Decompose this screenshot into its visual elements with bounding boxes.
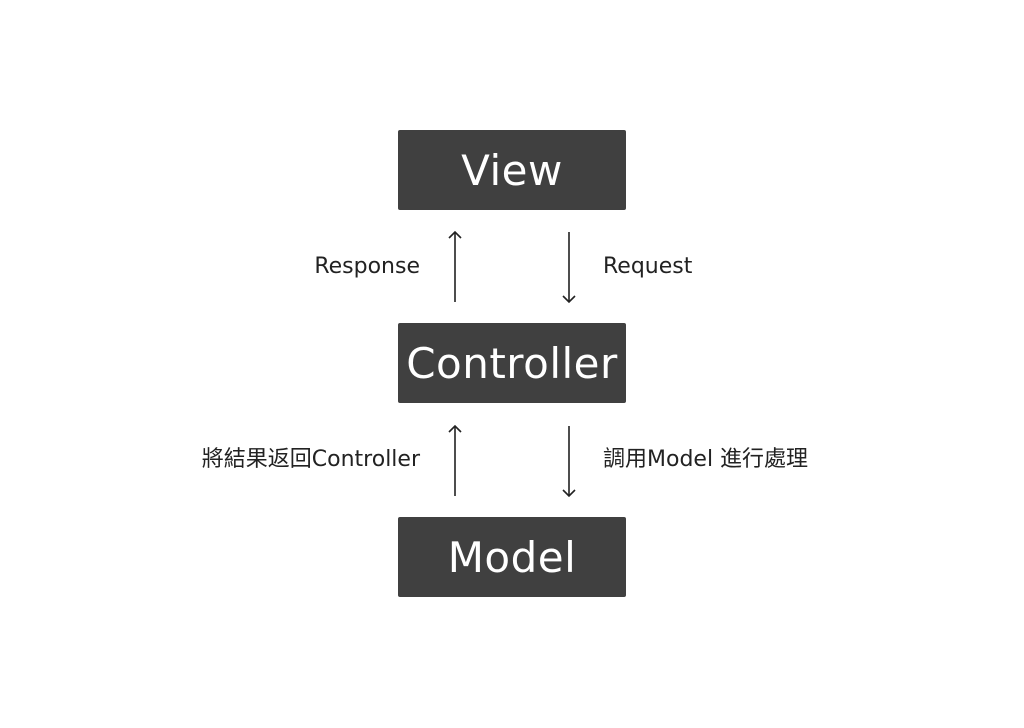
return-to-controller-label: 將結果返回Controller	[201, 447, 420, 472]
controller-node-label: Controller	[406, 338, 618, 388]
response-label: Response	[314, 254, 420, 279]
model-node: Model	[398, 517, 626, 597]
view-node-label: View	[461, 145, 563, 195]
view-node: View	[398, 130, 626, 210]
controller-node: Controller	[398, 323, 626, 403]
call-model-label: 調用Model 進行處理	[603, 447, 809, 472]
request-label: Request	[603, 254, 693, 279]
model-node-label: Model	[447, 532, 577, 582]
